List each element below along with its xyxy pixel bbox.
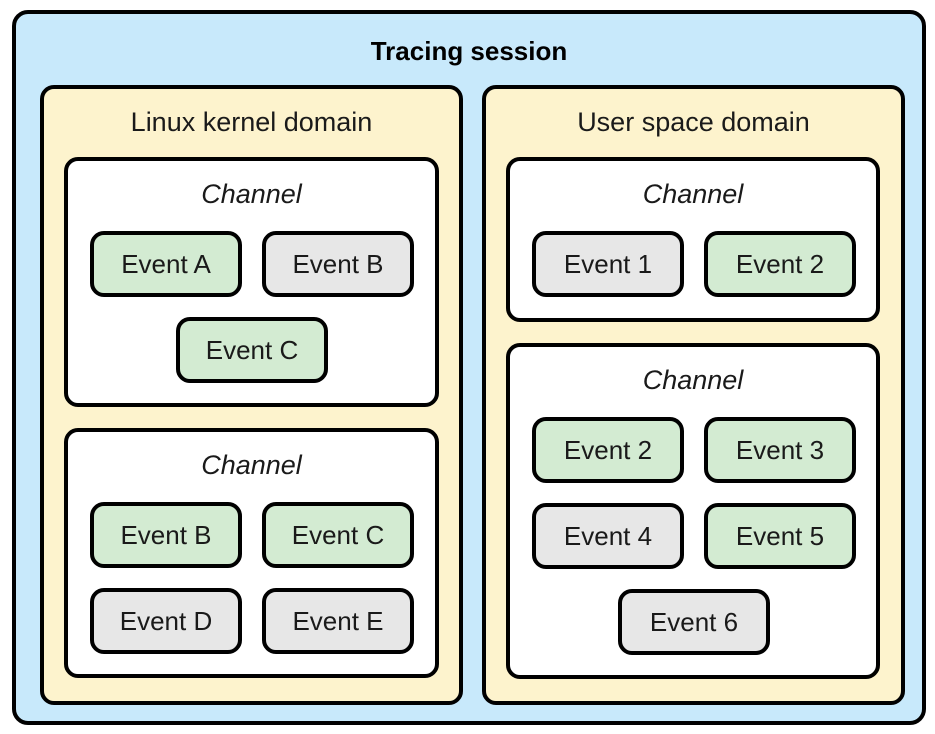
event-label: Event 1 [563,248,653,279]
event-label: Event C [291,519,385,550]
event-label: Event E [292,605,384,636]
event-label: Event 3 [735,434,825,465]
user-space-domain: User space domain Channel Event 1 Event … [482,85,905,705]
session-title: Tracing session [370,36,568,66]
event-box: Event C [262,502,414,568]
event-box: Event A [90,231,242,297]
user-channel-1: Channel Event 1 Event 2 [506,157,880,322]
event-label: Event 4 [563,520,653,551]
event-box: Event D [90,588,242,654]
user-channel-2: Channel Event 2 Event 3 Event 4 Event 5 … [506,343,880,679]
event-label: Event B [292,248,384,279]
event-box: Event 4 [532,503,684,569]
kernel-channel-1: Channel Event A Event B Event C [64,157,439,407]
event-box: Event 6 [618,589,770,655]
channel-title: Channel [642,365,744,395]
event-label: Event 5 [735,520,825,551]
kernel-channel-2: Channel Event B Event C Event D Event E [64,428,439,678]
channel-title: Channel [642,179,744,209]
event-label: Event A [121,248,211,279]
event-box: Event C [176,317,328,383]
channel-title: Channel [201,179,302,209]
event-box: Event 2 [704,231,856,297]
kernel-domain-title: Linux kernel domain [130,107,373,137]
user-space-domain-title: User space domain [577,107,810,137]
channel-title: Channel [201,450,302,480]
event-label: Event 2 [735,248,825,279]
event-box: Event E [262,588,414,654]
kernel-domain: Linux kernel domain Channel Event A Even… [40,85,463,705]
event-label: Event C [205,334,299,365]
event-label: Event B [120,519,212,550]
event-label: Event D [119,605,213,636]
event-box: Event 2 [532,417,684,483]
event-label: Event 6 [649,606,739,637]
event-box: Event 1 [532,231,684,297]
event-box: Event B [90,502,242,568]
event-label: Event 2 [563,434,653,465]
tracing-session: Tracing session Linux kernel domain Chan… [12,10,926,725]
event-box: Event B [262,231,414,297]
event-box: Event 5 [704,503,856,569]
event-box: Event 3 [704,417,856,483]
